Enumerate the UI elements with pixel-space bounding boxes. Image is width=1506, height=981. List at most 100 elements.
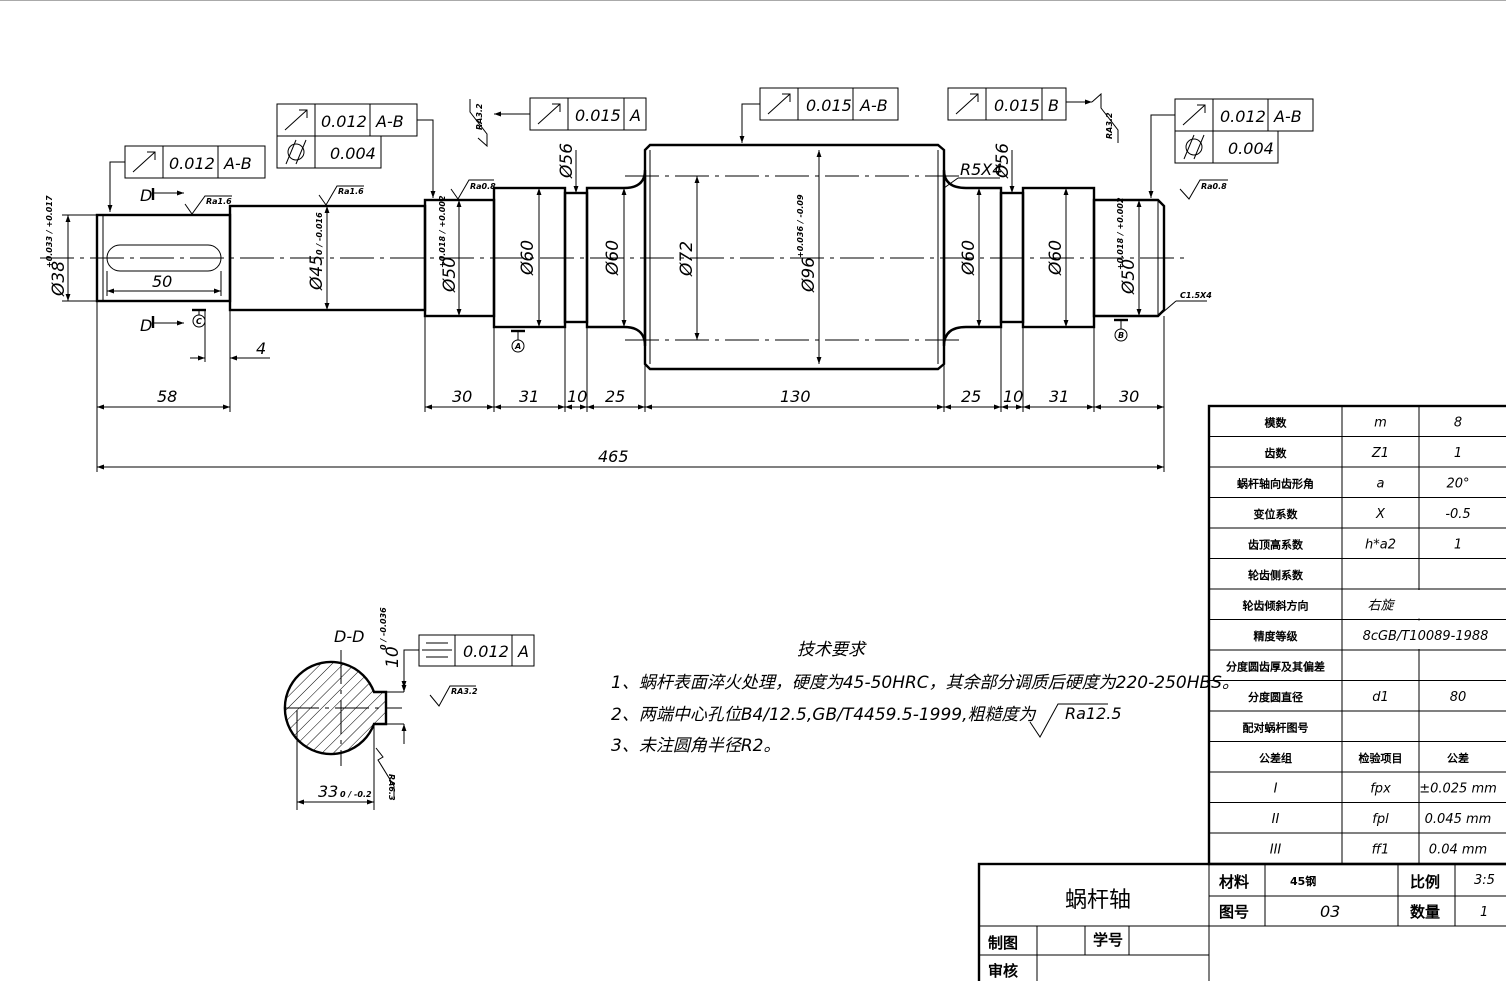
dia-45-tol: 0 / -0.016: [315, 212, 324, 255]
param-value: 1: [1454, 537, 1462, 552]
svg-text:Ra1.6: Ra1.6: [206, 197, 232, 206]
svg-text:C: C: [196, 317, 202, 326]
datum-marks: A B C D D: [140, 186, 1128, 353]
param-symbol: fpl: [1372, 812, 1389, 827]
param-symbol: 检验项目: [1359, 751, 1403, 765]
param-name: 齿顶高系数: [1248, 537, 1304, 551]
runout-icon: [1182, 104, 1206, 126]
dia-60a: Ø60: [518, 240, 538, 276]
len-10b: 10: [1003, 387, 1023, 406]
dia-38: Ø38: [49, 261, 69, 297]
len-25b: 25: [961, 387, 981, 406]
roughness-symbol-4: RA3.2: [469, 99, 488, 148]
fc3-value: 0.015: [575, 106, 621, 125]
param-name: 齿数: [1265, 446, 1288, 460]
param-name: III: [1270, 842, 1282, 857]
param-name: 模数: [1265, 415, 1288, 429]
param-value: 8: [1454, 415, 1462, 430]
notes-line-2-ra: Ra12.5: [1065, 704, 1122, 723]
param-name: 轮齿侧系数: [1248, 568, 1304, 582]
svg-text:RA3.2: RA3.2: [1105, 112, 1114, 139]
param-symbol: d1: [1372, 690, 1389, 705]
fc6a-value: 0.012: [1220, 107, 1266, 126]
len-30a: 30: [452, 387, 472, 406]
param-name: 公差组: [1259, 751, 1292, 765]
runout-icon: [284, 109, 308, 131]
dia-96: Ø96: [799, 257, 819, 293]
param-symbol: m: [1374, 415, 1387, 430]
dia-60b: Ø60: [603, 240, 623, 276]
param-symbol: ff1: [1372, 842, 1390, 857]
fc2b-value: 0.004: [330, 144, 376, 163]
section-key-depth: 10: [383, 646, 403, 668]
len-130: 130: [780, 387, 811, 406]
section-width-tol: 0 / -0.2: [340, 790, 372, 799]
svg-text:A: A: [514, 342, 521, 351]
param-symbol: fpx: [1370, 781, 1391, 796]
datum-b: B: [1114, 318, 1128, 342]
svg-text:Ra0.8: Ra0.8: [470, 182, 496, 191]
technical-notes: 技术要求 1、蜗杆表面淬火处理，硬度为45-50HRC，其余部分调质后硬度为22…: [611, 640, 1239, 756]
len-31b: 31: [1049, 387, 1069, 406]
param-value: 1: [1454, 446, 1462, 461]
material-label: 材料: [1219, 873, 1249, 891]
symmetry-icon: [422, 642, 452, 658]
dia-96-tol: +0.036 / -0.09: [796, 194, 805, 258]
svg-text:D: D: [140, 186, 152, 205]
dia-60c: Ø60: [959, 240, 979, 276]
fc2a-datum: A-B: [375, 112, 404, 131]
runout-icon: [537, 103, 561, 125]
drawn-label: 制图: [988, 934, 1018, 952]
roughness-symbol-3: Ra0.8: [450, 179, 496, 200]
param-name: 分度圆直径: [1248, 690, 1303, 704]
c15x4-label: C1.5X4: [1180, 291, 1212, 300]
length-dimensions: 50 4 58 30 31 10 25 130 25 10 31 30 465: [96, 271, 1165, 472]
svg-text:RA3.2: RA3.2: [475, 103, 484, 130]
title-block: 蜗杆轴 材料 45钢 比例 3:5 图号 03 数量 1 制图 学号 审核: [977, 862, 1506, 981]
param-symbol: h*a2: [1365, 537, 1396, 552]
len-4: 4: [256, 339, 266, 358]
fc7-value: 0.012: [463, 642, 509, 661]
svg-text:Ra1.6: Ra1.6: [338, 187, 364, 196]
param-symbol: 右旋: [1367, 598, 1395, 613]
roughness-symbol-8: RA6.3: [375, 747, 396, 801]
scale-value: 3:5: [1474, 873, 1495, 888]
section-mark-upper: D: [140, 186, 184, 205]
fc2a-value: 0.012: [321, 112, 367, 131]
notes-heading: 技术要求: [797, 640, 867, 660]
dia-56b: Ø56: [993, 143, 1013, 179]
runout-icon: [955, 93, 979, 115]
qty-value: 1: [1480, 905, 1488, 920]
fc3-datum: A: [629, 106, 641, 125]
len-25a: 25: [605, 387, 625, 406]
svg-text:B: B: [1118, 331, 1124, 340]
merged-cell-mask: [1418, 590, 1420, 619]
fc6a-datum: A-B: [1273, 107, 1302, 126]
param-name: 蜗杆轴向齿形角: [1237, 476, 1314, 490]
dia-60d: Ø60: [1046, 240, 1066, 276]
section-key-depth-tol: 0 / -0.036: [379, 607, 388, 650]
len-465: 465: [598, 447, 629, 466]
param-symbol: 8cGB/T10089-1988: [1363, 629, 1489, 644]
fc4-datum: A-B: [859, 96, 888, 115]
param-symbol: a: [1377, 476, 1385, 491]
svg-text:Ra0.8: Ra0.8: [1201, 182, 1227, 191]
roughness-symbol-5: RA3.2: [1091, 92, 1119, 143]
param-name: II: [1272, 812, 1280, 827]
len-50: 50: [152, 272, 172, 291]
param-name: I: [1274, 781, 1278, 796]
fc1-value: 0.012: [169, 154, 215, 173]
fc5-value: 0.015: [994, 96, 1040, 115]
dia-38-tol: +0.033 / +0.017: [45, 195, 54, 268]
len-58: 58: [157, 387, 177, 406]
len-30b: 30: [1119, 387, 1139, 406]
param-value: 0.04 mm: [1429, 842, 1487, 857]
param-value: -0.5: [1445, 507, 1470, 522]
dia-72: Ø72: [677, 241, 697, 277]
section-d-d: D-D 33 0 / -0.2 10 0 / -0.036: [283, 607, 407, 810]
dia-56a: Ø56: [557, 143, 577, 179]
section-mark-lower: D: [140, 316, 184, 335]
notes-line-1: 1、蜗杆表面淬火处理，硬度为45-50HRC，其余部分调质后硬度为220-250…: [611, 673, 1239, 693]
dia-50a: Ø50: [440, 257, 460, 293]
param-symbol: Z1: [1371, 446, 1389, 461]
